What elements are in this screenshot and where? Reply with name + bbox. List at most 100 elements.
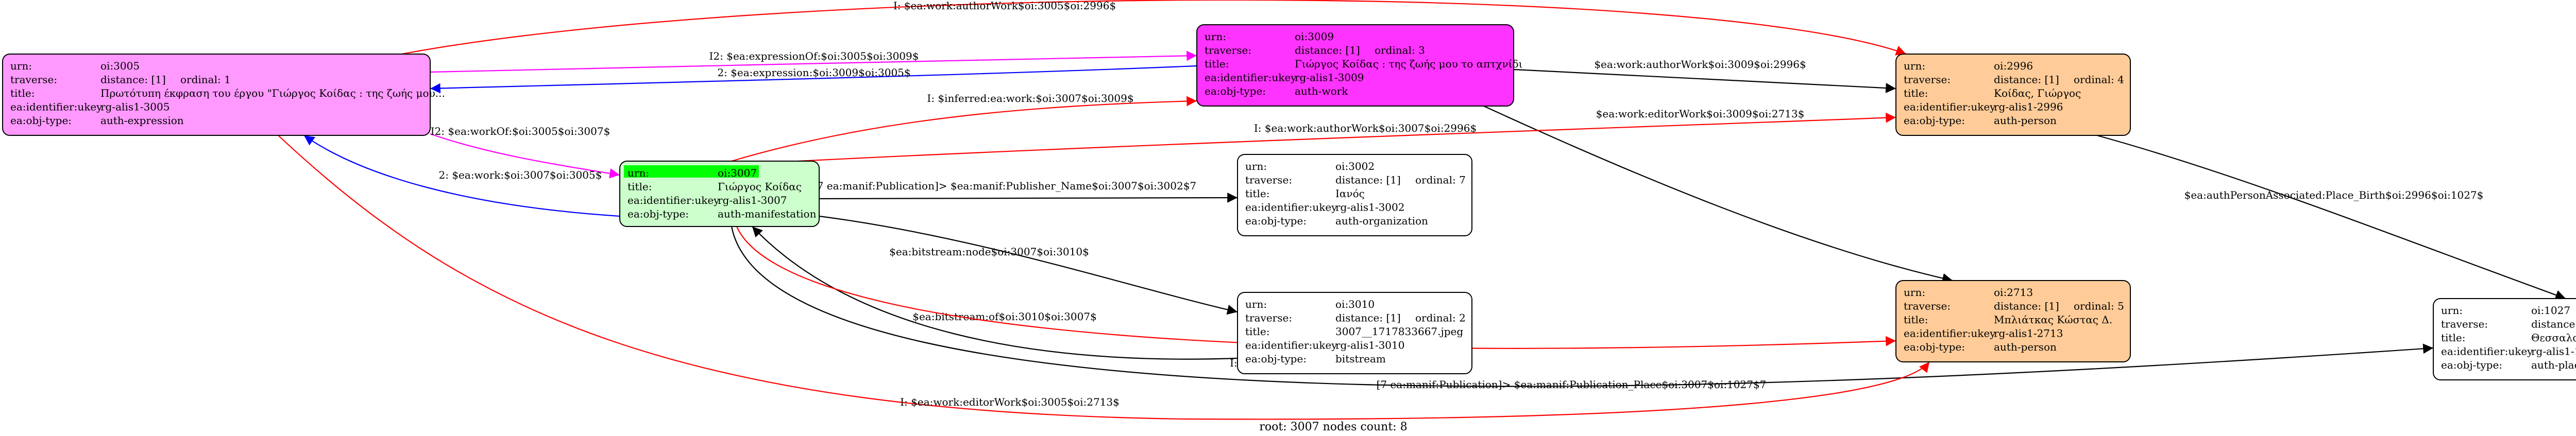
node-field-value: ordinal: 4 [2074, 74, 2124, 86]
node-field-value: rg-alis1-3007 [718, 194, 787, 206]
node-field-value: distance: [1] [1295, 44, 1360, 57]
edge-n3005-n2996: I: $ea:work:authorWork$oi:3005$oi:2996$ [401, 0, 1907, 56]
edge-label: [7 ea:manif:Publication]> $ea:manif:Publ… [1377, 378, 1767, 391]
edge-n3009-n3005: 2: $ea:expression:$oi:3009$oi:3005$ [430, 65, 1197, 94]
node-field-key: title: [2441, 332, 2465, 344]
node-field-value: auth-manifestation [718, 208, 817, 220]
node-field-value: distance: [1] [1335, 174, 1401, 186]
node-box [1895, 54, 2131, 136]
nodes-layer: urn: oi:3005 traverse: distance: [1] ordinal… [2, 24, 2576, 380]
node-field-value: 3007__1717833667.jpeg [1335, 325, 1463, 338]
edge-label: I: $ea:work:authorWork$oi:3005$oi:2996$ [893, 0, 1116, 12]
node-box [1237, 154, 1472, 236]
node-field-key: title: [1245, 325, 1269, 338]
node-field-value: rg-alis1-1027 [2531, 345, 2576, 358]
edge-line [278, 135, 1930, 420]
node-field-key: ea:obj-type: [628, 208, 689, 220]
node-box [2, 54, 431, 136]
root-highlight [624, 165, 759, 178]
node-field-key: title: [1245, 187, 1269, 200]
node-field-value: oi:3002 [1335, 160, 1375, 172]
edge-n3007-n3005: 2: $ea:work:$oi:3007$oi:3005$ [303, 135, 620, 217]
edge-n3007-n3002: [7 ea:manif:Publication]> $ea:manif:Publ… [813, 180, 1238, 203]
node-field-key: ea:obj-type: [1904, 114, 1965, 127]
node-field-value: distance: [1] [100, 74, 166, 86]
node-field-value: Ιανός [1335, 187, 1365, 200]
edge-label: $ea:work:authorWork$oi:3009$oi:2996$ [1594, 58, 1806, 71]
node-box [1196, 24, 1514, 107]
node-field-value: oi:2996 [1994, 60, 2033, 72]
edge-line [1513, 68, 1896, 93]
node-field-value: auth-person [1994, 114, 2057, 127]
edge-line [798, 112, 1896, 162]
edge-line [401, 0, 1907, 56]
node-field-value: oi:3007 [718, 167, 757, 179]
node-field-key: urn: [1205, 30, 1226, 43]
node-field-value: rg-alis1-3002 [1335, 201, 1404, 214]
node-field-value: rg-alis1-2713 [1994, 327, 2063, 340]
edge-n2996-n1027: $ea:authPersonAssociated:Place_Birth$oi:… [2096, 134, 2566, 300]
node-field-key: traverse: [1245, 312, 1292, 324]
node-field-key: traverse: [2441, 318, 2488, 330]
node-n3010[interactable]: urn: oi:3010 traverse: distance: [1] ordinal… [1237, 292, 1472, 374]
edge-line [430, 65, 1197, 94]
edge-label: 2: $ea:expression:$oi:3009$oi:3005$ [717, 66, 910, 79]
edge-label: I2: $ea:workOf:$oi:3005$oi:3007$ [431, 125, 611, 137]
graph-caption: root: 3007 nodes count: 8 [1259, 421, 1407, 433]
node-field-value: rg-alis1-3009 [1295, 72, 1364, 84]
node-field-key: urn: [2441, 304, 2463, 317]
node-n3007[interactable]: urn: oi:3007 title: Γιώργος Κοίδαςea:identi… [619, 161, 820, 227]
node-field-value: rg-alis1-3005 [100, 101, 170, 113]
edge-line [731, 226, 2434, 387]
node-field-value: Μπλιάτκας Κώστας Δ. [1994, 313, 2112, 326]
edge-n3007-n2996: I: $ea:work:authorWork$oi:3007$oi:2996$ [798, 112, 1896, 162]
edge-label: $ea:bitstream:node$oi:3007$oi:3010$ [889, 246, 1089, 258]
edge-n3007-n1027: [7 ea:manif:Publication]> $ea:manif:Publ… [731, 226, 2434, 391]
node-field-key: urn: [628, 167, 649, 179]
node-field-value: auth-person [1994, 341, 2057, 353]
node-field-value: ordinal: 7 [1415, 174, 1466, 186]
node-field-key: urn: [1245, 298, 1267, 310]
node-field-value: ordinal: 1 [180, 74, 231, 86]
node-field-key: traverse: [1904, 300, 1951, 312]
node-field-value: Θεσσαλονίκη [2531, 332, 2576, 344]
edge-line [752, 226, 1238, 360]
node-field-value: oi:3005 [100, 60, 140, 72]
edge-label: $ea:authPersonAssociated:Place_Birth$oi:… [2184, 189, 2484, 201]
edge-line [430, 50, 1197, 73]
edge-label: I: $ea:work:authorWork$oi:3007$oi:2996$ [1254, 122, 1477, 134]
node-field-key: ea:identifier:ukey [1904, 327, 1996, 340]
node-field-key: ea:identifier:ukey [628, 194, 720, 206]
node-field-value: ordinal: 5 [2074, 300, 2124, 312]
node-field-value: auth-work [1295, 85, 1348, 97]
node-box [1237, 292, 1472, 374]
edge-n3007-n3010: $ea:bitstream:node$oi:3007$oi:3010$ [819, 215, 1238, 315]
node-field-key: title: [1904, 313, 1928, 326]
edge-n3009-n2713: $ea:work:editorWork$oi:3009$oi:2713$ [1483, 106, 1953, 284]
node-field-value: distance: [1] [1994, 74, 2059, 86]
node-field-value: rg-alis1-3010 [1335, 339, 1404, 352]
node-field-value: oi:2713 [1994, 286, 2033, 299]
edge-line [2096, 134, 2566, 300]
edge-n3005-n2713: I: $ea:work:editorWork$oi:3005$oi:2713$ [278, 135, 1930, 420]
node-field-value: ordinal: 2 [1415, 312, 1466, 324]
node-field-value: Γιώργος Κοίδας [718, 181, 802, 193]
node-field-key: urn: [1904, 286, 1925, 299]
edge-line [731, 96, 1197, 162]
node-box [2433, 298, 2576, 380]
node-field-value: oi:3010 [1335, 298, 1375, 310]
node-field-key: ea:identifier:ukey [1205, 72, 1297, 84]
node-field-key: title: [628, 181, 652, 193]
edge-n3005-n3009: I2: $ea:expressionOf:$oi:3005$oi:3009$ [430, 50, 1197, 73]
node-field-value: distance: [1] [1335, 312, 1401, 324]
node-field-key: ea:identifier:ukey [2441, 345, 2533, 358]
node-field-value: Κοίδας, Γιώργος [1994, 87, 2081, 99]
node-field-key: traverse: [10, 74, 57, 86]
edge-label: I2: $ea:expressionOf:$oi:3005$oi:3009$ [709, 50, 919, 62]
